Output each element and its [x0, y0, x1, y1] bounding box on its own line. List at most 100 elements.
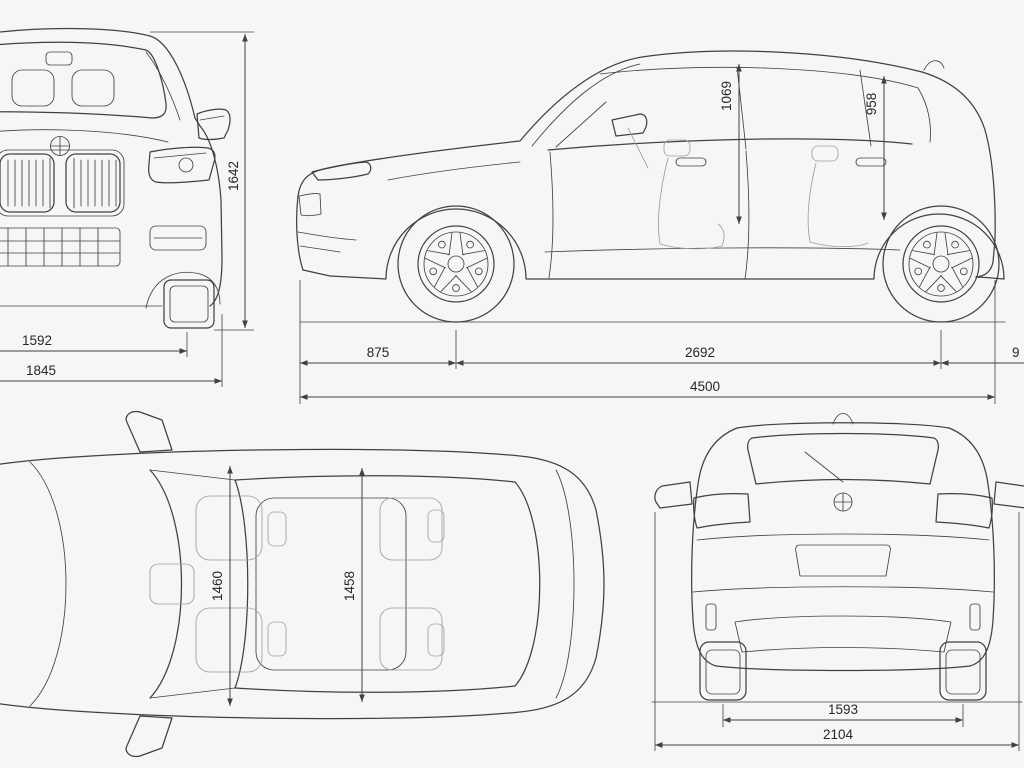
rear-taillight-right	[935, 493, 993, 529]
side-front-grille-edge	[298, 193, 322, 217]
rear-bumper-top-line	[692, 586, 994, 593]
rear-dim-width-mirrors: 2104	[654, 512, 1020, 751]
side-d-pillar	[917, 87, 931, 143]
rear-taillight-left	[693, 493, 751, 529]
rear-left-tire	[699, 641, 747, 701]
rear-bmw-roundel-icon	[833, 492, 853, 512]
rear-right-tire	[939, 641, 987, 701]
side-lower-crease	[544, 247, 901, 253]
rear-mirror-left	[654, 481, 693, 509]
top-mirror-upper	[125, 410, 173, 453]
front-rearview-mirror	[45, 51, 73, 66]
rear-reflector-left	[705, 603, 717, 631]
front-kidney-grille	[0, 149, 125, 217]
front-body-silhouette	[0, 27, 223, 307]
side-glass-top-line	[599, 66, 919, 89]
side-rear-door-seam	[744, 150, 750, 280]
side-mirror	[611, 113, 648, 137]
front-dim-track: 1592	[0, 332, 188, 357]
side-c-pillar	[859, 69, 872, 147]
top-mirror-lower	[125, 715, 173, 758]
side-fender-line	[387, 161, 521, 181]
dim-interior-front-width-label: 1460	[210, 571, 225, 601]
rear-diffuser	[734, 615, 952, 653]
dim-front-track-label: 1592	[22, 333, 52, 348]
grille-left-kidney	[0, 153, 55, 213]
dim-headroom-rear-label: 958	[864, 93, 879, 116]
rear-wiper	[804, 451, 844, 483]
side-body-silhouette	[296, 50, 996, 278]
top-dim-rear-width: 1458	[342, 468, 365, 702]
dim-front-width-label: 1845	[26, 363, 56, 378]
bmw-roundel-icon	[50, 136, 70, 156]
rear-reflector-right	[969, 603, 981, 631]
top-sunroof	[255, 497, 407, 671]
rear-body-left	[691, 427, 738, 667]
side-front-door-handle	[675, 157, 707, 167]
rear-bumper-bottom	[715, 665, 971, 672]
side-front-door-seam	[548, 151, 554, 279]
rear-tailgate-crease	[696, 533, 990, 541]
side-rocker-and-arches	[302, 208, 1005, 280]
grille-surround	[0, 149, 125, 217]
side-rear-wheel	[882, 205, 1000, 323]
front-dim-width: 1845	[0, 314, 223, 387]
rear-body-right	[948, 427, 995, 667]
top-windshield-top	[234, 479, 249, 689]
front-wheel-arch	[145, 271, 221, 309]
grille-slats	[7, 157, 117, 209]
grille-right-kidney	[65, 153, 121, 213]
top-car-drawing	[0, 410, 605, 758]
dim-rear-track-label: 1593	[828, 702, 858, 717]
front-view: 1642 1592 1845	[0, 27, 254, 387]
front-a-pillar-line	[145, 51, 181, 121]
side-dim-headroom-rear: 958	[864, 76, 887, 220]
side-wiper	[555, 101, 607, 148]
dim-front-height-label: 1642	[226, 161, 241, 191]
side-beltline	[547, 138, 913, 151]
front-fog-intake	[149, 225, 207, 251]
shark-fin-antenna-icon	[923, 60, 945, 71]
front-hood-line	[0, 129, 169, 143]
front-headrest-left	[11, 69, 55, 107]
rear-view: 1593 2104	[651, 413, 1024, 751]
side-dim-lengths: 875 2692 9 4500	[299, 280, 1024, 404]
dim-overhang-front-label: 875	[367, 345, 390, 360]
side-interior-seats	[627, 127, 869, 250]
front-car-drawing	[0, 27, 231, 329]
side-headlight	[311, 161, 372, 181]
side-front-wheel	[397, 205, 515, 323]
top-dim-front-width: 1460	[210, 466, 233, 706]
side-windshield-line	[531, 63, 641, 147]
top-tailgate-edge	[555, 469, 575, 699]
rear-car-drawing	[651, 413, 1024, 703]
side-b-pillar	[736, 66, 747, 150]
front-headlight-detail	[153, 152, 207, 159]
dim-headroom-front-label: 1069	[719, 81, 734, 111]
top-windshield-base	[149, 469, 183, 699]
dim-interior-rear-width-label: 1458	[342, 571, 357, 601]
top-interior-seats	[149, 495, 445, 673]
dim-overhang-rear-partial-label: 9	[1012, 345, 1020, 360]
front-lower-intake-grid	[0, 227, 121, 267]
top-hood-front-line	[29, 461, 67, 707]
front-headlight-right	[148, 146, 216, 184]
top-a-pillars	[149, 469, 236, 699]
rear-plate-recess	[795, 544, 891, 577]
top-body-outline	[0, 448, 605, 720]
dim-wheelbase-label: 2692	[685, 345, 715, 360]
rear-window	[747, 432, 939, 485]
front-windshield	[0, 41, 167, 119]
rear-roof-line	[736, 422, 950, 429]
front-right-tire	[163, 279, 215, 329]
side-car-drawing	[296, 50, 1006, 323]
side-bumper-lines	[297, 231, 357, 253]
front-headrest-right	[71, 69, 115, 107]
rear-shark-fin-antenna-icon	[832, 413, 854, 425]
front-dim-height: 1642	[150, 31, 254, 331]
front-side-mirror	[196, 108, 231, 141]
rear-dim-track: 1593	[722, 702, 964, 727]
top-rear-window	[514, 481, 541, 687]
